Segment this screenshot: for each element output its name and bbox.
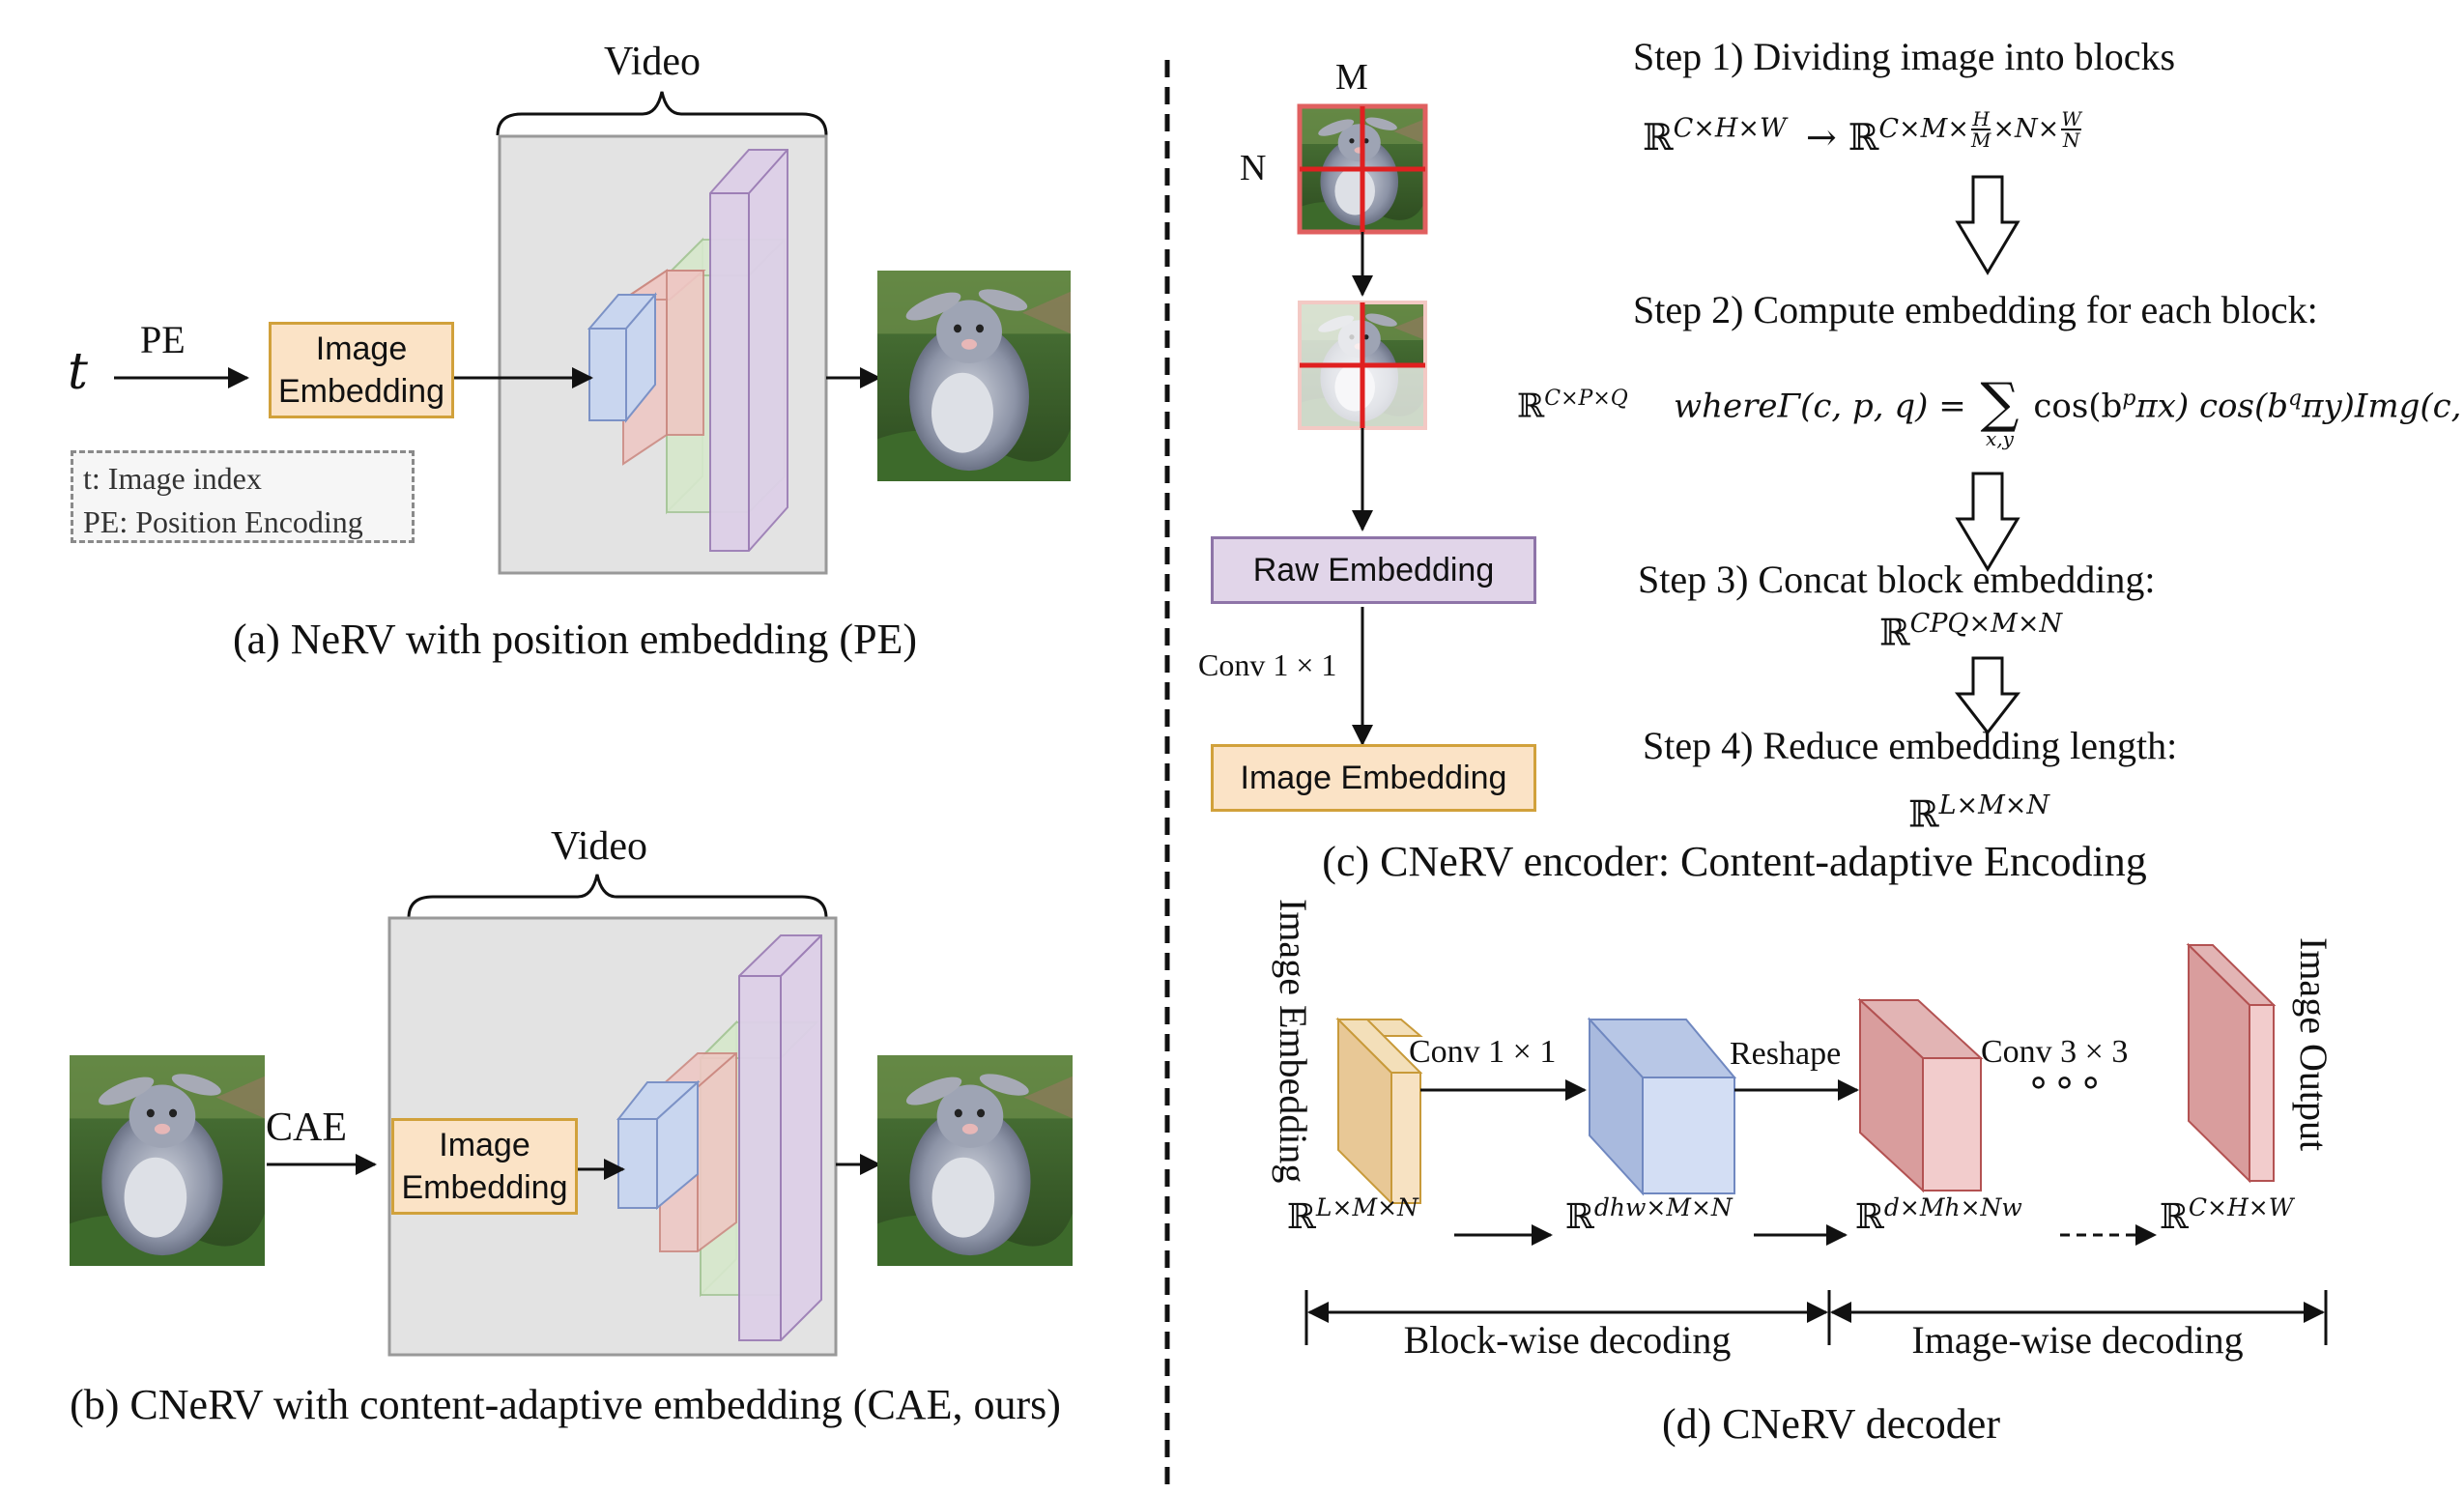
caption-c: (c) CNeRV encoder: Content-adaptive Enco…: [1322, 838, 2147, 885]
raw-embedding-box: Raw Embedding: [1211, 536, 1536, 604]
decoder-block-embedding: [1335, 1017, 1423, 1206]
reshape-label: Reshape: [1730, 1036, 1842, 1072]
conv-1x1-label: Conv 1 × 1: [1198, 647, 1337, 682]
conv3-label: Conv 3 × 3: [1981, 1034, 2129, 1070]
cae-label: CAE: [266, 1105, 347, 1150]
block-wise-label: Block-wise decoding: [1403, 1318, 1732, 1362]
image-wise-label: Image-wise decoding: [1911, 1318, 2244, 1362]
output-frame-image-b: [877, 1055, 1073, 1266]
step2-text: Step 2) Compute embedding for each block…: [1633, 288, 2318, 331]
image-embedding-vertical-label: Image Embedding: [1272, 899, 1315, 1184]
input-image-grid: [1297, 103, 1428, 235]
video-brace-b: [407, 874, 828, 919]
dim-reshape: ℝd×Mh×Nw: [1855, 1193, 2022, 1237]
step1-text: Step 1) Dividing image into blocks: [1633, 35, 2176, 78]
n-label: N: [1240, 148, 1267, 188]
caption-b: (b) CNeRV with content-adaptive embeddin…: [70, 1381, 1061, 1428]
step2-space: ℝC×P×Q: [1517, 387, 1628, 426]
conv1-label: Conv 1 × 1: [1409, 1034, 1557, 1070]
legend-box: t: Image index PE: Position Encoding: [71, 450, 415, 543]
step3-math: ℝCPQ×M×N: [1879, 609, 2063, 654]
image-output-vertical-label: Image Output: [2292, 937, 2335, 1152]
step2-formula: whereΓ(c, p, q) = ∑ x,y cos(bpπx) cos(bq…: [1674, 372, 2464, 450]
block-image-grid: [1298, 301, 1427, 430]
video-label-b: Video: [550, 824, 648, 869]
ellipsis-dots: ∘∘∘: [2026, 1060, 2106, 1105]
video-label-a: Video: [603, 40, 702, 84]
embedding-label-line1: Image: [439, 1127, 530, 1163]
step4-text: Step 4) Reduce embedding length:: [1643, 724, 2178, 767]
image-embedding-box-b: Image Embedding: [391, 1118, 578, 1215]
caption-a: (a) NeRV with position embedding (PE): [232, 616, 918, 663]
embedding-label-line1: Image: [315, 330, 408, 367]
t-label: t: [68, 343, 88, 401]
step3-text: Step 3) Concat block embedding:: [1638, 558, 2156, 601]
legend-t: t: Image index: [83, 461, 262, 496]
decoder-block-reshape: [1857, 997, 1984, 1193]
image-embedding-box-c: Image Embedding: [1211, 744, 1536, 812]
dim-output: ℝC×H×W: [2160, 1193, 2294, 1237]
pe-label: PE: [140, 318, 186, 361]
network-layers-a: [587, 149, 788, 552]
video-brace-a: [496, 91, 828, 136]
legend-pe: PE: Position Encoding: [83, 504, 363, 539]
network-layers-b: [616, 934, 822, 1341]
step4-math: ℝL×M×N: [1908, 790, 2050, 836]
dim-embedding: ℝL×M×N: [1287, 1193, 1418, 1237]
embedding-label-line2: Embedding: [401, 1169, 568, 1206]
caption-d: (d) CNeRV decoder: [1661, 1400, 2000, 1448]
input-frame-image-b: [70, 1055, 265, 1266]
dim-feature: ℝdhw×M×N: [1565, 1193, 1733, 1237]
output-frame-image-a: [877, 271, 1071, 481]
embedding-label-line2: Embedding: [277, 373, 444, 410]
decoder-block-output: [2186, 942, 2277, 1184]
step-arrows: [1954, 175, 2021, 735]
decoder-block-feature: [1587, 1017, 1737, 1196]
image-embedding-box-a: Image Embedding: [269, 322, 454, 418]
m-label: M: [1335, 57, 1368, 98]
